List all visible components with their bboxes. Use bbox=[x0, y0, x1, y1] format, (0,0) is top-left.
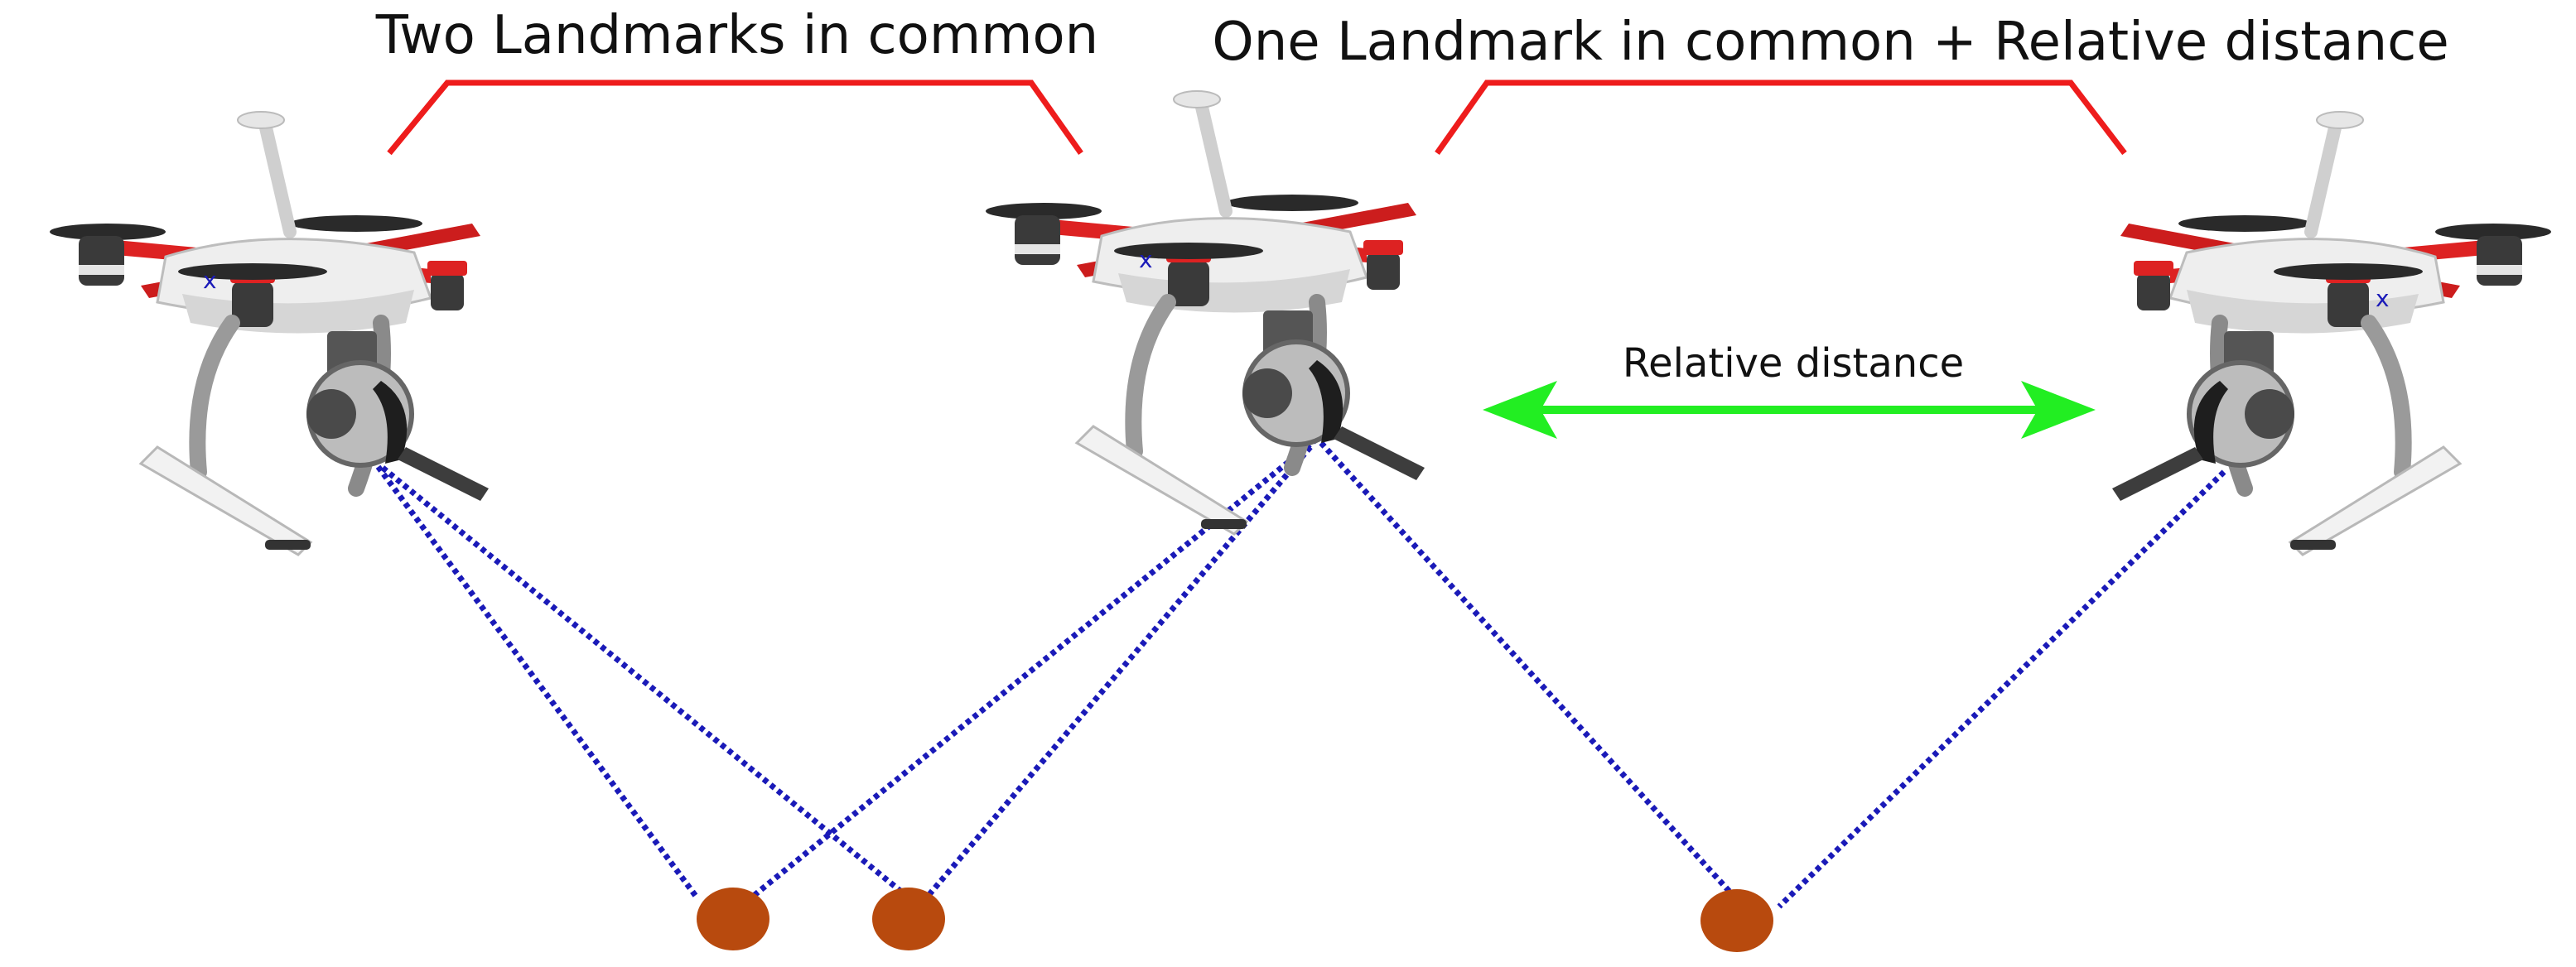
sight-line-left-to-landmark-1 bbox=[370, 457, 700, 901]
label-relative-distance: Relative distance bbox=[1623, 340, 1964, 387]
landmark-3 bbox=[1700, 889, 1773, 952]
drone-left: x bbox=[50, 112, 489, 555]
label-two-landmarks: Two Landmarks in common bbox=[375, 5, 1098, 66]
landmark-1 bbox=[697, 888, 769, 950]
drone-center: x bbox=[986, 91, 1425, 534]
label-one-landmark-relative: One Landmark in common + Relative distan… bbox=[1212, 12, 2448, 73]
arrowhead-left bbox=[1483, 381, 1557, 439]
drone-marker-center: x bbox=[1139, 246, 1153, 273]
sight-line-center-to-landmark-2 bbox=[924, 445, 1313, 901]
relative-distance-arrow bbox=[1483, 381, 2096, 439]
bracket-two-landmarks bbox=[387, 79, 1083, 156]
drone-marker-right: x bbox=[2376, 285, 2390, 312]
drone-right bbox=[2112, 112, 2551, 555]
sight-line-center-to-landmark-1 bbox=[748, 436, 1319, 901]
sight-lines bbox=[370, 436, 2226, 909]
sight-line-center-to-landmark-3 bbox=[1319, 440, 1742, 905]
landmark-2 bbox=[872, 888, 945, 950]
sight-line-right-to-landmark-3 bbox=[1777, 469, 2226, 909]
drone-marker-left: x bbox=[203, 267, 217, 294]
bracket-one-landmark bbox=[1435, 79, 2127, 156]
sight-line-left-to-landmark-2 bbox=[380, 465, 912, 901]
arrowhead-right bbox=[2021, 381, 2096, 439]
